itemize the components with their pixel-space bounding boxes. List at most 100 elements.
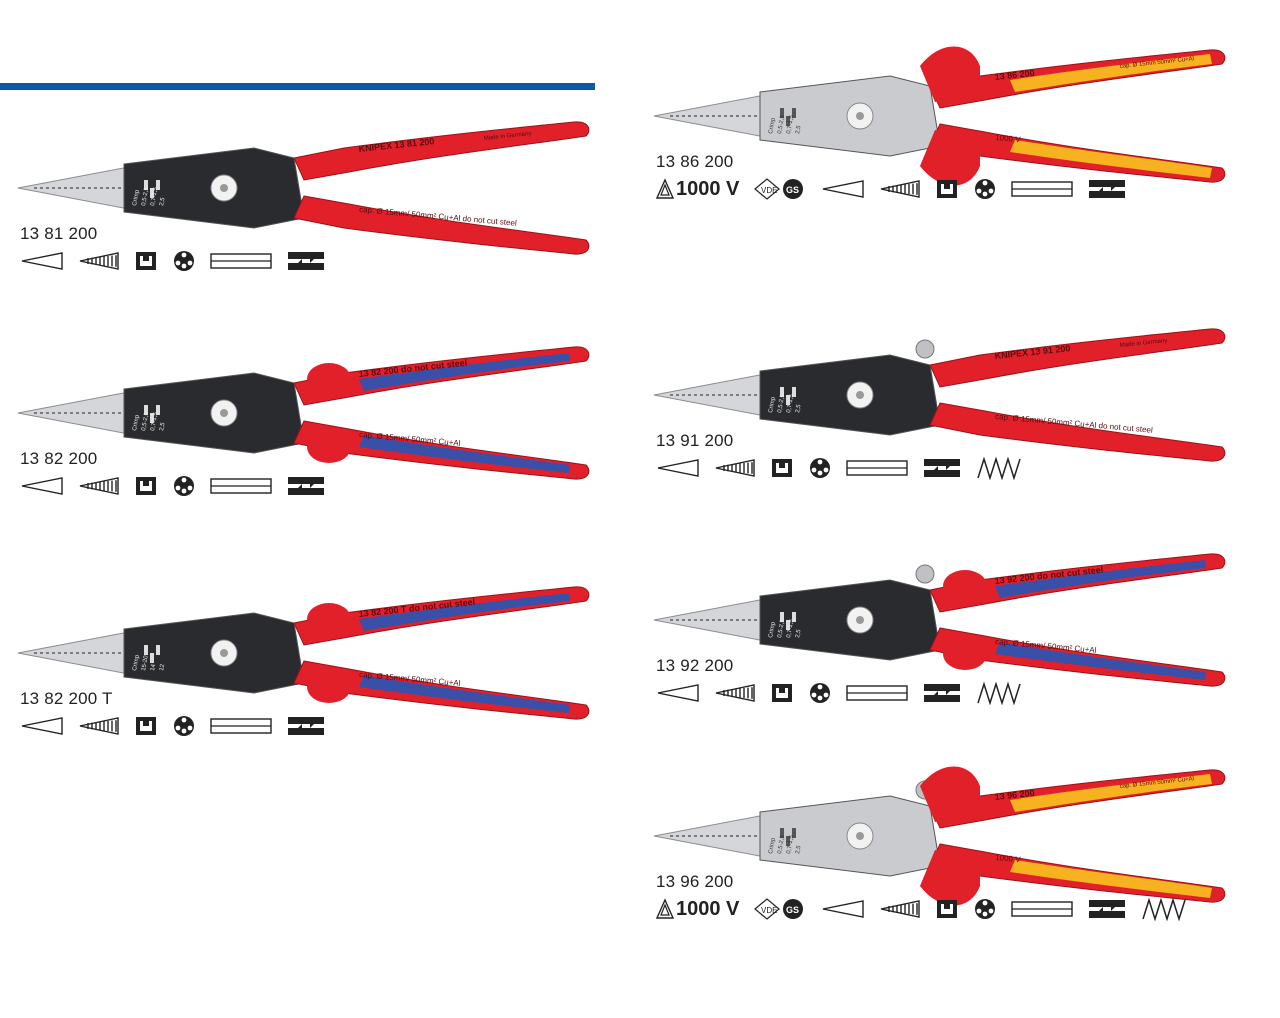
serrated-jaw-icon (879, 897, 921, 921)
cable-cutter-icon (286, 249, 326, 273)
cable-cutter-icon (922, 681, 962, 705)
handle-top-print: 13 96 200 (994, 788, 1035, 802)
spring-clip (915, 339, 935, 359)
serrated-jaw-icon (714, 681, 756, 705)
feature-icons-row: 1000 V VDE GS (656, 176, 1141, 202)
wire-strip-holes-icon (172, 474, 196, 498)
spring-icon (976, 681, 1022, 705)
cable-cutter-icon (922, 456, 962, 480)
crimp-profile-icon (134, 714, 158, 738)
header-rule (0, 83, 595, 90)
cable-cutter-icon (286, 474, 326, 498)
flat-grip-icon (1011, 897, 1074, 921)
vde-rating: 1000 V VDE GS (656, 897, 821, 921)
jaw-mark-label: 2,5 (795, 844, 802, 854)
wire-strip-holes-icon (973, 897, 997, 921)
svg-text:VDE: VDE (761, 186, 777, 195)
wire-strip-holes-icon (808, 681, 832, 705)
spring-clip (915, 564, 935, 584)
jaw-mark-label: 2,5 (795, 403, 802, 413)
product-code: 13 96 200 (656, 872, 734, 891)
jaw-mark-label: Crimp (768, 117, 777, 134)
handle-top (293, 121, 590, 181)
serrated-jaw-icon (78, 249, 120, 273)
cable-cutter-icon (1087, 177, 1127, 201)
jaw-mark-label: 15-20 (141, 655, 150, 672)
product-code: 13 82 200 (20, 449, 98, 468)
flat-grip-icon (846, 681, 908, 705)
crimp-profile-icon (134, 474, 158, 498)
feature-icons-row (656, 455, 1036, 481)
jaw-mark-label: 0,5-2,5 (777, 393, 786, 413)
voltage-rating: 1000 V (676, 177, 740, 200)
insulation-warning-icon (656, 178, 674, 200)
product-code: 13 91 200 (656, 431, 734, 450)
jaw-mark-label: 0,7-1,5 (786, 834, 795, 854)
jaw-mark-label: 0,5-2,5 (141, 411, 150, 431)
wire-strip-holes-icon (808, 456, 832, 480)
crimp-profile-icon (134, 249, 158, 273)
jaw-mark-label: Crimp (768, 396, 777, 413)
handle-top-small-print: Made in Germany (1120, 338, 1168, 349)
flat-grip-icon (210, 249, 272, 273)
jaw-mark-label: 0,7-1,5 (786, 618, 795, 638)
feature-icons-row (20, 473, 340, 499)
wire-strip-holes-icon (973, 177, 997, 201)
flat-grip-icon (1011, 177, 1074, 201)
tapered-jaw-icon (20, 249, 64, 273)
vde-rating: 1000 V VDE GS (656, 177, 821, 201)
serrated-jaw-icon (78, 714, 120, 738)
svg-text:GS: GS (786, 905, 799, 915)
tapered-jaw-icon (821, 897, 865, 921)
tapered-jaw-icon (821, 177, 865, 201)
jaw-mark-label: 2,5 (795, 628, 802, 638)
serrated-jaw-icon (714, 456, 756, 480)
voltage-rating: 1000 V (676, 897, 740, 920)
spring-icon (976, 456, 1022, 480)
handle-bottom (293, 195, 590, 255)
jaw-mark-label: 2,5 (795, 124, 802, 134)
jaw-mark-label: 14 (150, 663, 157, 671)
feature-icons-row: 1000 V VDE GS (656, 896, 1201, 922)
tapered-jaw-icon (656, 681, 700, 705)
jaw-mark-label: Crimp (132, 414, 141, 431)
jaw-mark-label: 0,5-2,5 (777, 834, 786, 854)
vde-gs-certification-icon: VDE GS (753, 897, 807, 921)
jaw-mark-label: 0,5-2,5 (141, 186, 150, 206)
svg-text:VDE: VDE (761, 906, 777, 915)
handle-top (929, 328, 1226, 388)
crimp-profile-icon (770, 456, 794, 480)
jaw-mark-label: 0,5-2,5 (777, 114, 786, 134)
cable-cutter-icon (1087, 897, 1127, 921)
jaw-mark-label: 2,5 (159, 421, 166, 431)
svg-text:GS: GS (786, 185, 799, 195)
jaw-mark-label: 0,7-1,5 (150, 186, 159, 206)
jaw-mark-label: 12 (159, 663, 166, 671)
feature-icons-row (656, 680, 1036, 706)
feature-icons-row (20, 248, 340, 274)
crimp-profile-icon (935, 177, 959, 201)
product-code: 13 92 200 (656, 656, 734, 675)
serrated-jaw-icon (879, 177, 921, 201)
vde-gs-certification-icon: VDE GS (753, 177, 807, 201)
jaw-mark-label: Crimp (132, 654, 141, 671)
jaw-mark-label: Crimp (768, 837, 777, 854)
product-code: 13 86 200 (656, 152, 734, 171)
jaw-mark-label: Crimp (132, 189, 141, 206)
handle-top-print: 13 86 200 (994, 68, 1035, 82)
handle-bottom-print: 1000 V (995, 853, 1022, 864)
spring-icon (1141, 897, 1187, 921)
insulation-warning-icon (656, 898, 674, 920)
